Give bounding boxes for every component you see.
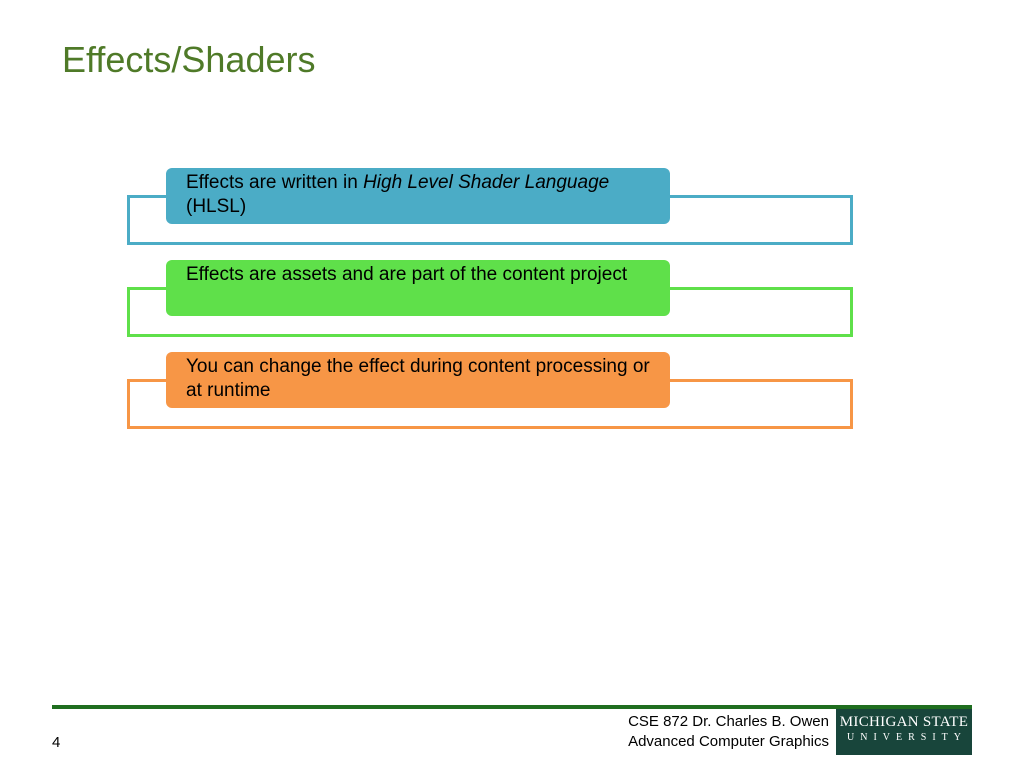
item-text-1: Effects are written in [186,172,364,193]
footer-subtitle: Advanced Computer Graphics [628,733,829,750]
logo-line-2: UNIVERSITY [847,732,967,743]
item-box-3: You can change the effect during content… [166,352,670,408]
logo-line-1: MICHIGAN STATE [839,714,969,730]
item-box-1: Effects are written in High Level Shader… [166,168,670,224]
msu-logo: MICHIGAN STATE UNIVERSITY [836,709,972,755]
footer-divider [52,705,972,709]
slide-title: Effects/Shaders [62,39,316,80]
footer-text: CSE 872 Dr. Charles B. Owen Advanced Com… [628,712,829,752]
item-text-3: You can change the effect during content… [186,356,650,401]
item-text-1-after: (HLSL) [186,196,247,217]
footer-course: CSE 872 Dr. Charles B. Owen [628,713,829,730]
item-text-1-italic: High Level Shader Language [363,172,610,193]
item-text-2: Effects are assets and are part of the c… [186,264,628,285]
item-box-2: Effects are assets and are part of the c… [166,260,670,316]
slide-number: 4 [52,734,61,751]
